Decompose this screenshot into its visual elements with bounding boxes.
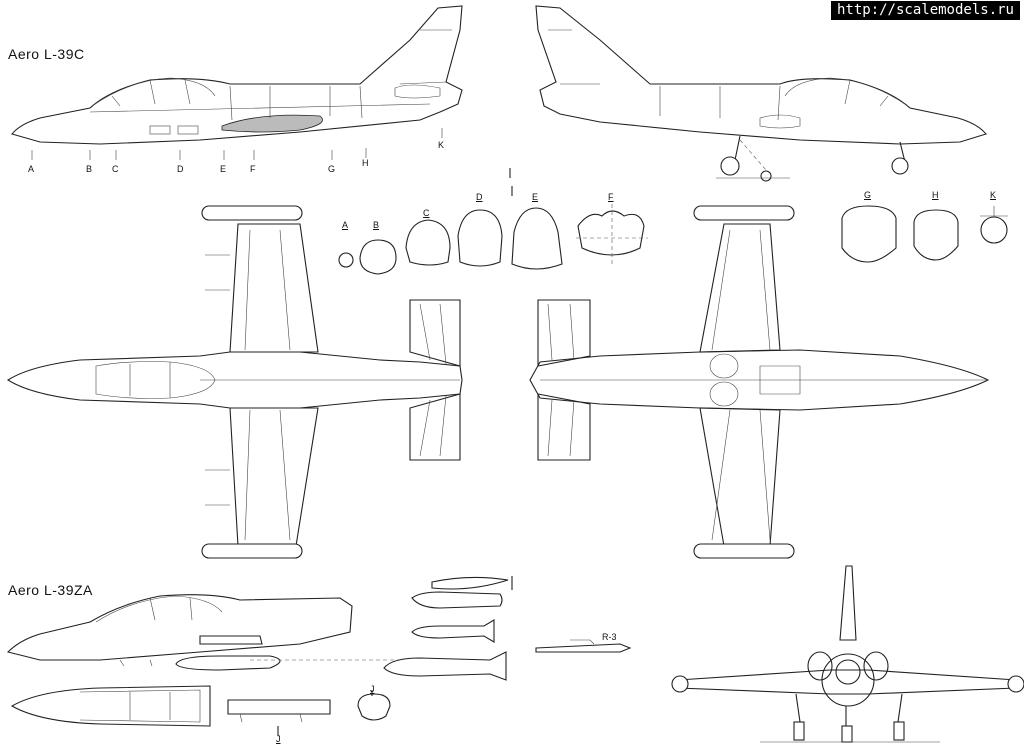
stores <box>383 576 632 681</box>
station-label: G <box>328 164 336 174</box>
section-label: B <box>373 220 380 230</box>
section-label: E <box>532 192 539 202</box>
l39c-side-view-left <box>11 5 463 145</box>
section-label: C <box>423 208 430 218</box>
title-l39c: Aero L-39C <box>8 46 85 62</box>
section-label: A <box>342 220 349 230</box>
l39c-side-view-right <box>535 5 987 182</box>
section-label: H <box>932 190 939 200</box>
l39c-top-view <box>6 205 463 559</box>
section-label: D <box>476 192 483 202</box>
station-ticks-left <box>31 128 443 160</box>
station-label: F <box>250 164 256 174</box>
section-label: G <box>864 190 872 200</box>
watermark: http://scalemodels.ru <box>830 1 1020 20</box>
station-label: H <box>362 158 369 168</box>
store-label: R-3 <box>602 632 617 642</box>
title-l39za: Aero L-39ZA <box>8 582 93 598</box>
cross-sections <box>338 168 1008 275</box>
l39za-side-view <box>6 594 400 671</box>
station-label: B <box>86 164 93 174</box>
l39c-bottom-view <box>529 205 990 559</box>
station-label: D <box>177 164 184 174</box>
station-label: E <box>220 164 227 174</box>
cut-label: J <box>370 684 375 694</box>
section-label: F <box>608 192 614 202</box>
station-label: C <box>112 164 119 174</box>
pylon-detail <box>227 690 391 736</box>
l39-front-view <box>671 565 1024 743</box>
section-label: K <box>990 190 997 200</box>
station-label: A <box>28 164 35 174</box>
cut-label: J <box>276 734 281 744</box>
l39za-plan-section <box>10 685 211 727</box>
station-label: K <box>438 140 445 150</box>
